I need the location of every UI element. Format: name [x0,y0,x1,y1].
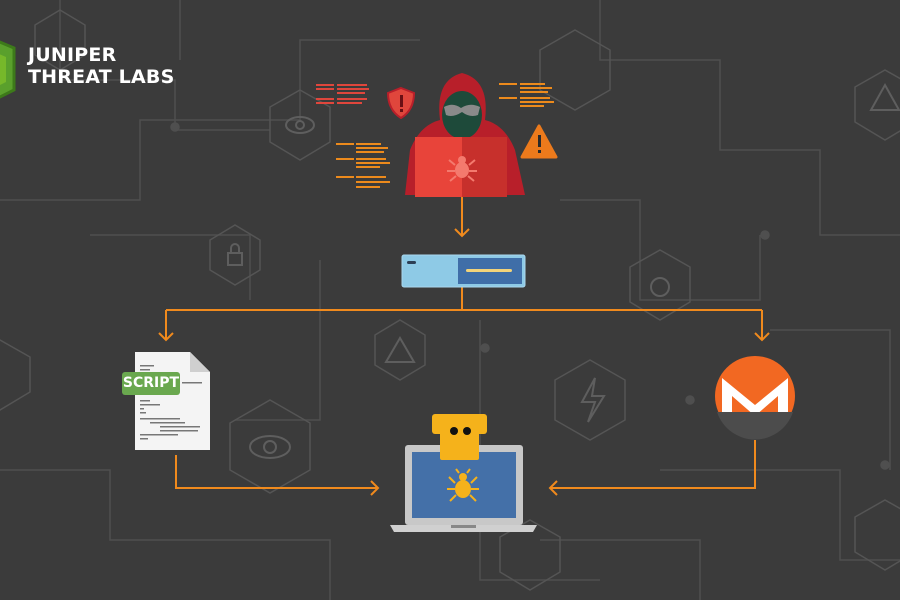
script-badge: SCRIPT [122,372,180,395]
brand-line2: THREAT LABS [28,66,175,88]
code-lines-left-orange [336,143,390,188]
hexagon-logo-icon [0,40,16,99]
brand-logo-text: JUNIPER THREAT LABS [28,44,174,88]
arrow-server-split [165,287,763,340]
flow-arrows [158,197,770,496]
server-icon [401,254,526,288]
shield-alert-icon [386,86,416,120]
hexagon-pattern [0,9,900,591]
arrow-monero-to-victim [550,440,756,489]
bug-icon [447,468,479,502]
bug-icon [447,156,477,182]
monero-icon [715,356,795,440]
brand-line1: JUNIPER [28,44,117,66]
robot-icon [432,414,487,460]
hacker-icon [405,73,525,197]
background-symbol-icons [227,82,900,459]
arrow-script-to-victim [175,455,378,489]
code-lines-right-orange [499,83,554,107]
script-document-icon [135,352,210,450]
code-lines-left-red [316,84,369,104]
warning-icon [520,124,558,159]
